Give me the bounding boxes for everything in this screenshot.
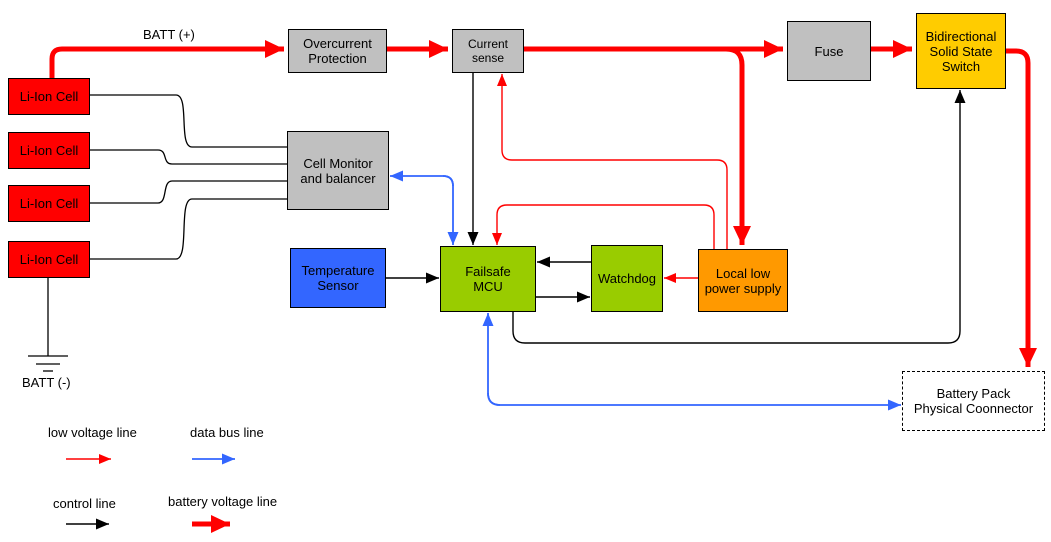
node-current-sense: Current sense bbox=[452, 29, 524, 73]
legend-battery-voltage-label: battery voltage line bbox=[168, 494, 278, 509]
battline-switch-to-connector bbox=[1006, 48, 1037, 367]
wire-cell2-monitor bbox=[90, 149, 287, 165]
node-bidirectional-solid-state-switch: Bidirectional Solid State Switch bbox=[916, 13, 1006, 89]
battline-branch-to-psu bbox=[725, 46, 751, 245]
legend-low-voltage-label: low voltage line bbox=[48, 425, 137, 440]
node-li-ion-cell-4: Li-Ion Cell bbox=[8, 241, 90, 278]
batt-minus-label: BATT (-) bbox=[22, 375, 71, 390]
wire-cell1-monitor bbox=[90, 94, 287, 148]
node-watchdog: Watchdog bbox=[591, 245, 663, 312]
lowvolt-psu-to-currentsense bbox=[497, 74, 728, 249]
control-mcu-to-switch bbox=[512, 90, 966, 344]
node-fuse: Fuse bbox=[787, 21, 871, 81]
legend-data-bus-label: data bus line bbox=[190, 425, 264, 440]
node-battery-pack-physical-connector: Battery Pack Physical Coonnector bbox=[902, 371, 1045, 431]
databus-to-connector bbox=[487, 392, 901, 411]
legend-control-label: control line bbox=[53, 496, 116, 511]
legend-low-voltage-arrow-icon bbox=[66, 454, 111, 464]
battline-cell1-to-overcurrent bbox=[49, 40, 284, 78]
databus-to-cellmonitor bbox=[390, 170, 454, 187]
lowvolt-psu-to-mcu bbox=[492, 204, 715, 249]
batt-plus-label: BATT (+) bbox=[143, 27, 195, 42]
legend-data-bus-arrow-icon bbox=[192, 453, 235, 465]
node-failsafe-mcu: Failsafe MCU bbox=[440, 246, 536, 312]
node-li-ion-cell-3: Li-Ion Cell bbox=[8, 185, 90, 222]
legend-control-arrow-icon bbox=[66, 518, 109, 530]
wire-cell4-monitor bbox=[90, 198, 287, 260]
databus-to-mcu-top bbox=[442, 175, 459, 245]
node-overcurrent-protection: Overcurrent Protection bbox=[288, 29, 387, 73]
legend-battery-voltage-arrow-icon bbox=[192, 515, 230, 533]
node-li-ion-cell-2: Li-Ion Cell bbox=[8, 132, 90, 169]
node-temperature-sensor: Temperature Sensor bbox=[290, 248, 386, 308]
node-li-ion-cell-1: Li-Ion Cell bbox=[8, 78, 90, 115]
node-cell-monitor-balancer: Cell Monitor and balancer bbox=[287, 131, 389, 210]
node-local-low-power-supply: Local low power supply bbox=[698, 249, 788, 312]
wire-cell3-monitor bbox=[90, 180, 287, 204]
databus-to-mcu-bottom bbox=[482, 313, 501, 406]
